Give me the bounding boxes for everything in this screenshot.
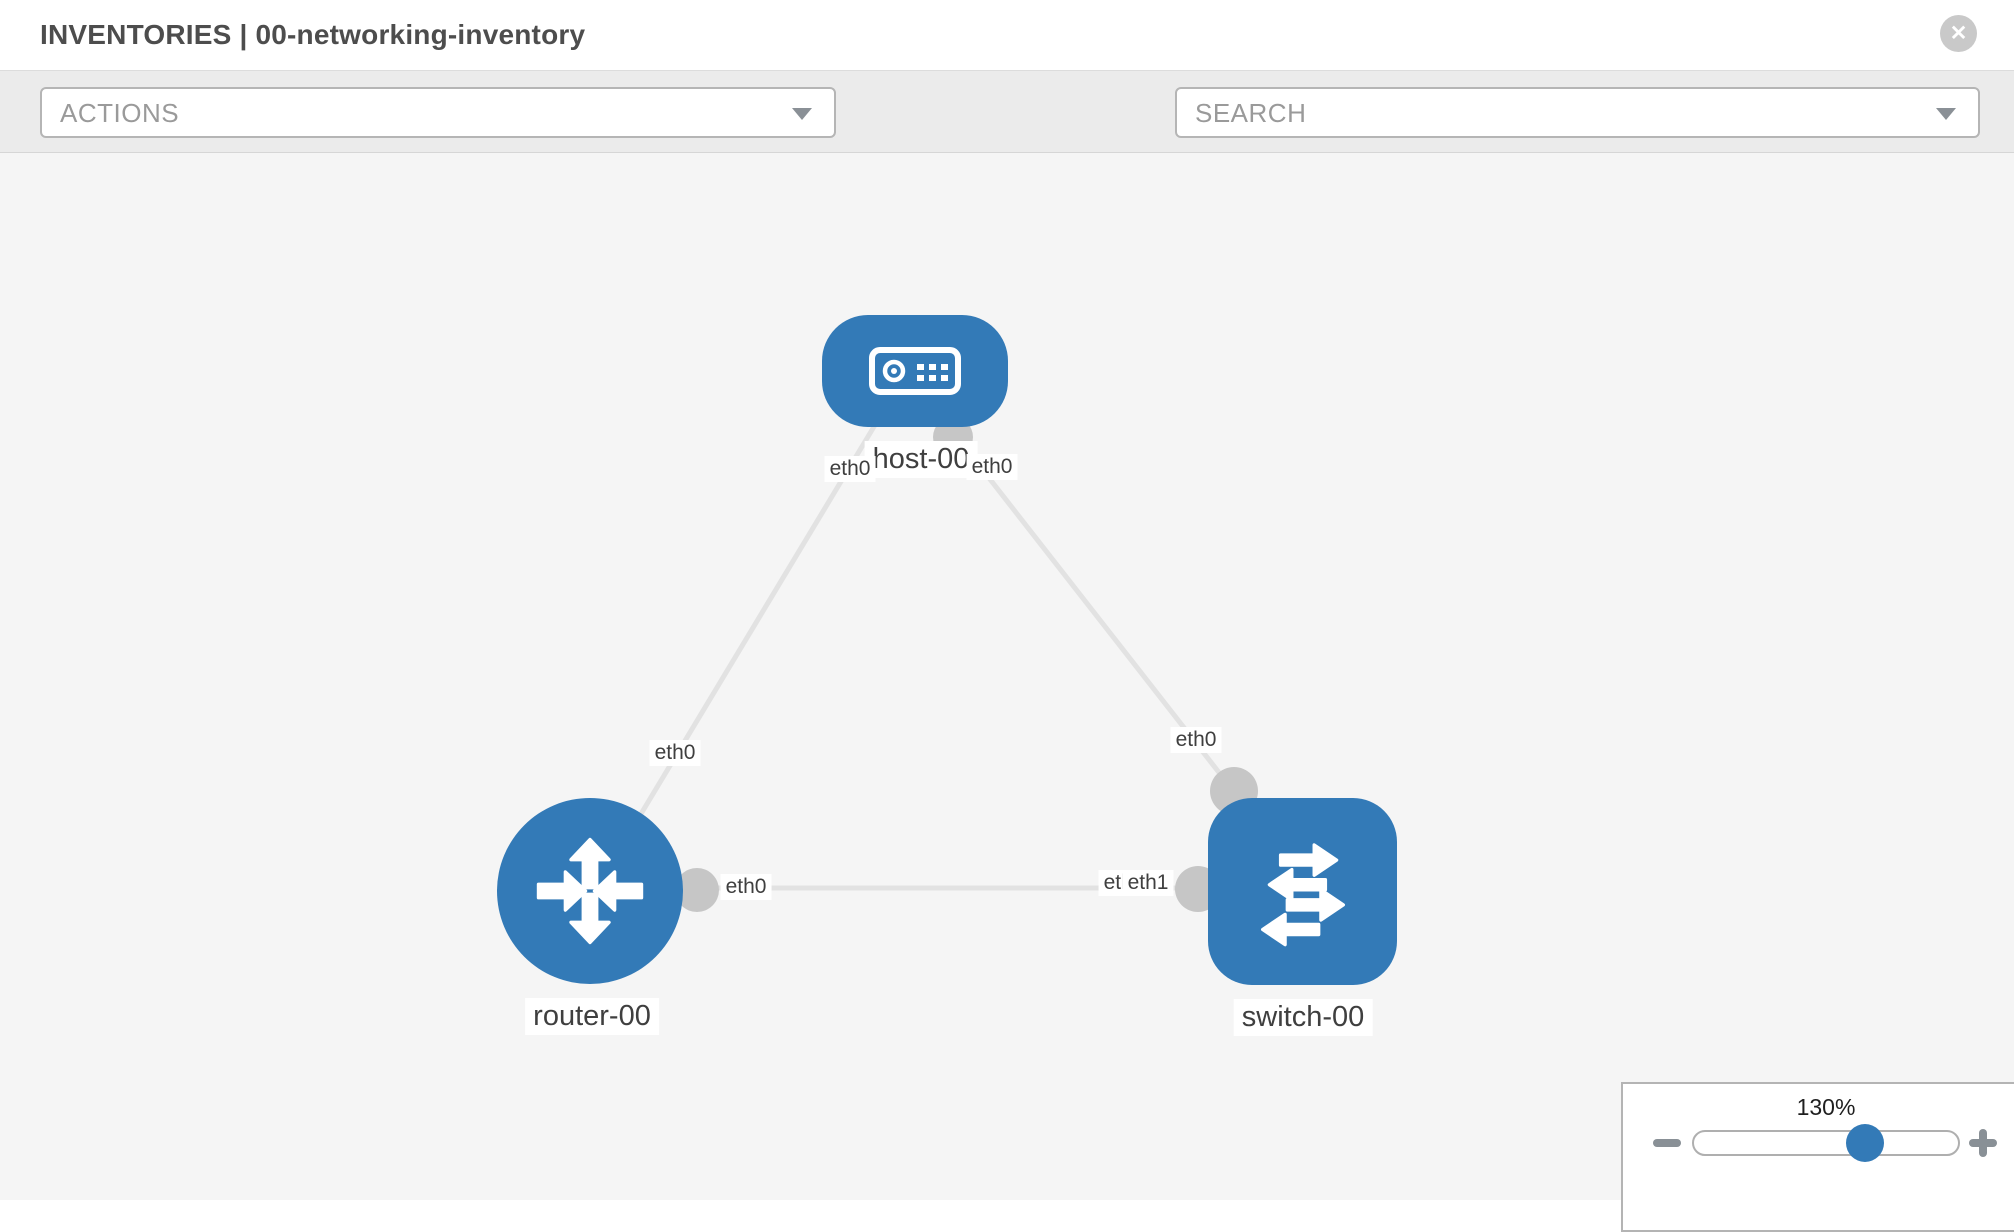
node-label-router: router-00 xyxy=(525,998,659,1035)
node-router-00[interactable] xyxy=(497,798,683,984)
switch-icon xyxy=(1260,842,1345,946)
search-dropdown[interactable]: SEARCH xyxy=(1175,87,1980,138)
interface-connector[interactable] xyxy=(675,868,719,912)
page-header: INVENTORIES | 00-networking-inventory ✕ xyxy=(0,0,2014,70)
node-host-00[interactable] xyxy=(822,315,1008,427)
interface-label: eth0 xyxy=(720,874,772,900)
interface-label: eth1 xyxy=(1122,870,1174,896)
link-router-host[interactable] xyxy=(597,418,881,884)
interface-label: eth0 xyxy=(966,454,1018,480)
close-button[interactable]: ✕ xyxy=(1940,15,1977,52)
chevron-down-icon xyxy=(792,108,812,120)
interface-label: eth0 xyxy=(824,456,876,482)
interface-label: eth0 xyxy=(1170,727,1222,753)
node-switch-00[interactable] xyxy=(1208,798,1397,985)
close-icon: ✕ xyxy=(1949,22,1968,45)
actions-dropdown-label: ACTIONS xyxy=(60,98,180,128)
chevron-down-icon xyxy=(1936,108,1956,120)
links-layer xyxy=(597,417,1258,912)
topology-canvas[interactable]: host-00 router-00 switch-00 eth0 eth0 et… xyxy=(0,153,2014,1232)
router-icon xyxy=(536,837,644,945)
zoom-level-value: 130% xyxy=(1796,1094,1856,1120)
zoom-out-button[interactable] xyxy=(1653,1139,1681,1147)
toolbar: ACTIONS SEARCH xyxy=(0,70,2014,205)
zoom-panel: 130% xyxy=(1621,1082,2014,1232)
node-label-host: host-00 xyxy=(864,441,978,478)
search-dropdown-label: SEARCH xyxy=(1195,98,1307,128)
zoom-slider-thumb[interactable] xyxy=(1846,1124,1884,1162)
zoom-in-button[interactable] xyxy=(1969,1129,1997,1157)
actions-dropdown[interactable]: ACTIONS xyxy=(40,87,836,138)
zoom-slider-track[interactable] xyxy=(1692,1130,1960,1156)
host-icon xyxy=(869,347,961,395)
interface-label: eth0 xyxy=(649,740,701,766)
page-title: INVENTORIES | 00-networking-inventory xyxy=(40,19,586,50)
node-label-switch: switch-00 xyxy=(1233,999,1373,1036)
